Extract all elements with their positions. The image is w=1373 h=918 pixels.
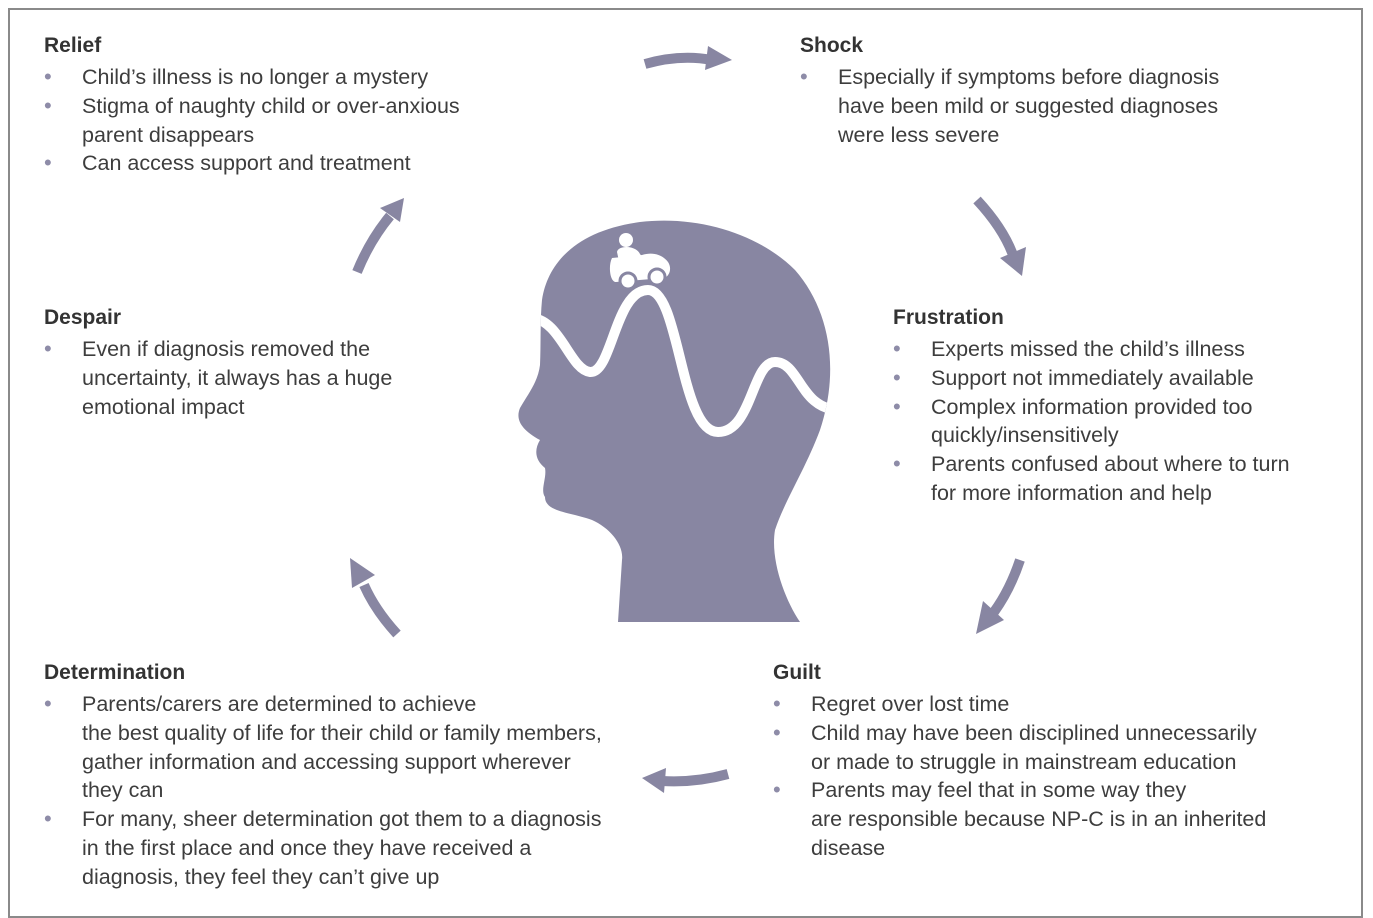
stage-determination: Determination Parents/carers are determi… <box>44 661 602 892</box>
stage-bullets: Even if diagnosis removed theuncertainty… <box>44 335 392 421</box>
stage-bullets: Child’s illness is no longer a mysterySt… <box>44 63 460 178</box>
bullet-item: Parents may feel that in some way theyar… <box>773 776 1266 862</box>
child-car-icon <box>609 233 671 291</box>
stage-relief: Relief Child’s illness is no longer a my… <box>44 34 460 178</box>
head-silhouette-icon <box>518 220 831 622</box>
brain-wave-icon <box>525 284 831 438</box>
stage-title: Frustration <box>893 306 1004 329</box>
bullet-item: Experts missed the child’s illness <box>893 335 1290 364</box>
stage-bullets: Parents/carers are determined to achieve… <box>44 690 602 892</box>
stage-bullets: Experts missed the child’s illnessSuppor… <box>893 335 1290 508</box>
bullet-item: For many, sheer determination got them t… <box>44 805 602 891</box>
arrow-guilt-to-determination-icon <box>642 768 730 793</box>
bullet-item: Child may have been disciplined unnecess… <box>773 719 1266 777</box>
bullet-item: Even if diagnosis removed theuncertainty… <box>44 335 392 421</box>
stage-despair: Despair Even if diagnosis removed theunc… <box>44 306 392 421</box>
stage-bullets: Especially if symptoms before diagnosish… <box>800 63 1219 149</box>
stage-title: Shock <box>800 34 864 57</box>
bullet-item: Parents confused about where to turnfor … <box>893 450 1290 508</box>
stage-title: Relief <box>44 34 102 57</box>
stage-title: Guilt <box>773 661 821 684</box>
arrow-shock-to-frustration-icon <box>973 196 1026 276</box>
bullet-item: Regret over lost time <box>773 690 1266 719</box>
stage-title: Despair <box>44 306 122 329</box>
bullet-item: Support not immediately available <box>893 364 1290 393</box>
arrow-frustration-to-guilt-icon <box>976 558 1025 634</box>
bullet-item: Complex information provided tooquickly/… <box>893 393 1290 451</box>
arrow-relief-to-shock-icon <box>643 46 732 70</box>
stage-shock: Shock Especially if symptoms before diag… <box>800 34 1219 149</box>
bullet-item: Can access support and treatment <box>44 149 460 178</box>
stage-frustration: Frustration Experts missed the child’s i… <box>893 306 1290 508</box>
arrow-despair-to-relief-icon <box>352 198 404 274</box>
bullet-item: Child’s illness is no longer a mystery <box>44 63 460 92</box>
bullet-item: Parents/carers are determined to achieve… <box>44 690 602 805</box>
bullet-item: Especially if symptoms before diagnosish… <box>800 63 1219 149</box>
stage-bullets: Regret over lost timeChild may have been… <box>773 690 1266 863</box>
stage-title: Determination <box>44 661 186 684</box>
stage-guilt: Guilt Regret over lost timeChild may hav… <box>773 661 1266 863</box>
arrow-determination-to-despair-icon <box>350 558 401 638</box>
bullet-item: Stigma of naughty child or over-anxiousp… <box>44 92 460 150</box>
